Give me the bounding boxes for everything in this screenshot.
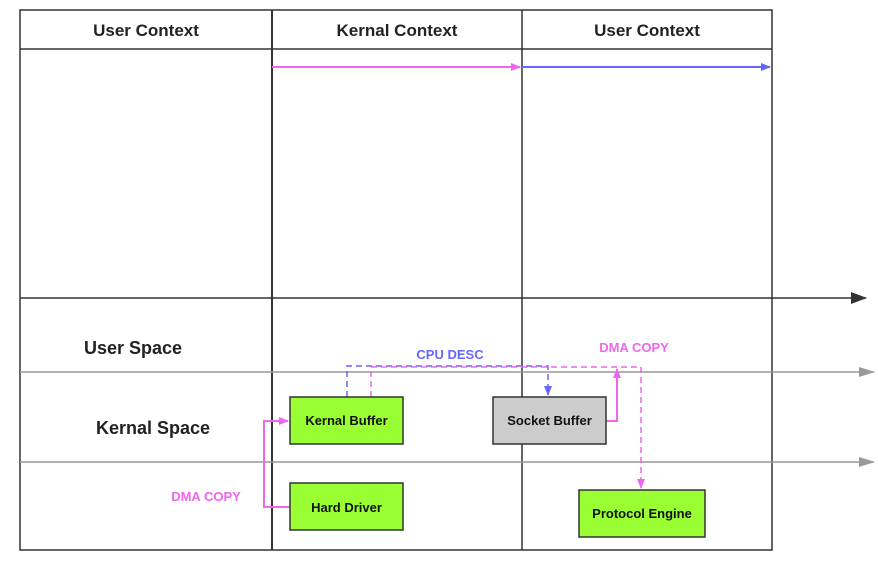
header-kernel-context: Kernal Context xyxy=(337,21,458,40)
header-user-context-1: User Context xyxy=(93,21,199,40)
header-user-context-2: User Context xyxy=(594,21,700,40)
kernel-space-label: Kernal Space xyxy=(96,418,210,438)
socket-buffer-box: Socket Buffer xyxy=(492,396,607,445)
kernel-buffer-box: Kernal Buffer xyxy=(289,396,404,445)
dma-copy-label-top: DMA COPY xyxy=(599,340,669,355)
user-space-label: User Space xyxy=(84,338,182,358)
cpu-desc-path xyxy=(346,365,552,397)
cpu-desc-label: CPU DESC xyxy=(416,347,484,362)
outer-frame xyxy=(19,9,773,551)
hard-driver-box: Hard Driver xyxy=(289,482,404,531)
protocol-engine-label: Protocol Engine xyxy=(592,506,692,521)
protocol-engine-box: Protocol Engine xyxy=(578,489,706,538)
kernel-buffer-label: Kernal Buffer xyxy=(305,413,387,428)
dma-copy-disk-to-buffer-path xyxy=(263,417,290,508)
socket-buffer-up-arrow xyxy=(606,368,621,422)
socket-buffer-label: Socket Buffer xyxy=(507,413,592,428)
dma-copy-to-protocol-path xyxy=(370,366,645,489)
hard-driver-label: Hard Driver xyxy=(311,500,382,515)
dma-copy-label-left: DMA COPY xyxy=(171,489,241,504)
